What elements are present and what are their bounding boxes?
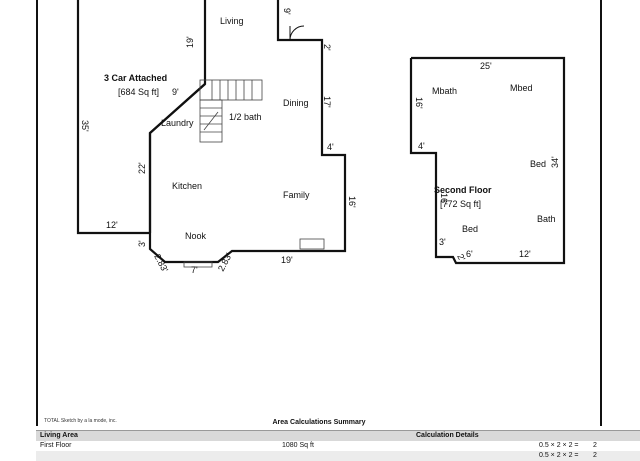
room-bed-right: Bed [530,159,546,169]
fireplace-marker [299,238,325,250]
row-area: 1080 Sq ft [282,442,314,449]
dim-2: 2' [322,44,332,51]
dim-2-83-left: 2.83' [152,252,170,274]
row-value: 2 [593,442,597,449]
floor-plan-drawing: 3 Car Attached [684 Sq ft] Living Laundr… [76,0,566,275]
area-table-header: Living Area Calculation Details [36,431,640,441]
room-family: Family [283,190,310,200]
dim-16-upper: 16' [414,97,424,109]
dim-12: 12' [106,220,118,230]
col-living-area: Living Area [40,432,78,439]
dim-19: 19' [185,36,195,48]
dim-9-garage: 9' [172,87,179,97]
dim-16: 16' [347,196,357,208]
dim-17: 17' [322,96,332,108]
first-floor-outline [148,0,347,264]
dim-6: 6' [466,249,473,259]
staircase [199,79,263,143]
garage-area: [684 Sq ft] [118,87,159,97]
row-name: First Floor [40,442,72,449]
dim-4: 4' [327,142,334,152]
dim-4-second: 4' [418,141,425,151]
dim-19-bottom: 19' [281,255,293,265]
row-value: 2 [593,452,597,459]
table-row: First Floor 1080 Sq ft 0.5 × 2 × 2 = 2 [36,441,640,451]
dim-25: 25' [480,61,492,71]
dim-2-second: 2' [455,252,467,263]
dim-3-second: 3' [439,237,446,247]
second-floor-area: [772 Sq ft] [440,199,481,209]
dim-34: 34' [550,156,560,168]
dim-16-lower: 16' [439,193,449,205]
row-calc: 0.5 × 2 × 2 = [539,452,579,459]
table-row: 0.5 × 2 × 2 = 2 [36,451,640,461]
dim-9-top: 9' [282,8,292,15]
room-mbed: Mbed [510,83,533,93]
dim-22: 22' [137,162,147,174]
room-laundry: Laundry [161,118,194,128]
area-summary-section: TOTAL Sketch by a la mode, inc. Area Cal… [36,418,640,461]
dim-2-83-right: 2.83' [216,251,234,273]
second-floor-title: Second Floor [434,185,492,195]
room-bath: Bath [537,214,556,224]
room-kitchen: Kitchen [172,181,202,191]
dim-35: 35' [80,120,90,132]
row-calc: 0.5 × 2 × 2 = [539,442,579,449]
room-living: Living [220,16,244,26]
door-swing [289,25,305,41]
sketch-credit: TOTAL Sketch by a la mode, inc. [44,418,117,424]
dim-12-second: 12' [519,249,531,259]
page-margin [604,0,640,426]
sketch-page-frame [36,0,602,426]
second-floor-outline [409,56,566,265]
area-table: Living Area Calculation Details First Fl… [36,430,640,461]
dim-7: 7' [191,265,198,275]
garage-outline [76,0,207,235]
room-bed-left: Bed [462,224,478,234]
room-dining: Dining [283,98,309,108]
room-mbath: Mbath [432,86,457,96]
bay-window-marker [183,261,213,268]
col-calc-details: Calculation Details [416,432,479,439]
garage-title: 3 Car Attached [104,73,167,83]
room-nook: Nook [185,231,207,241]
summary-title: Area Calculations Summary [272,419,366,426]
dim-3: 3' [137,240,147,247]
room-half-bath: 1/2 bath [229,112,262,122]
